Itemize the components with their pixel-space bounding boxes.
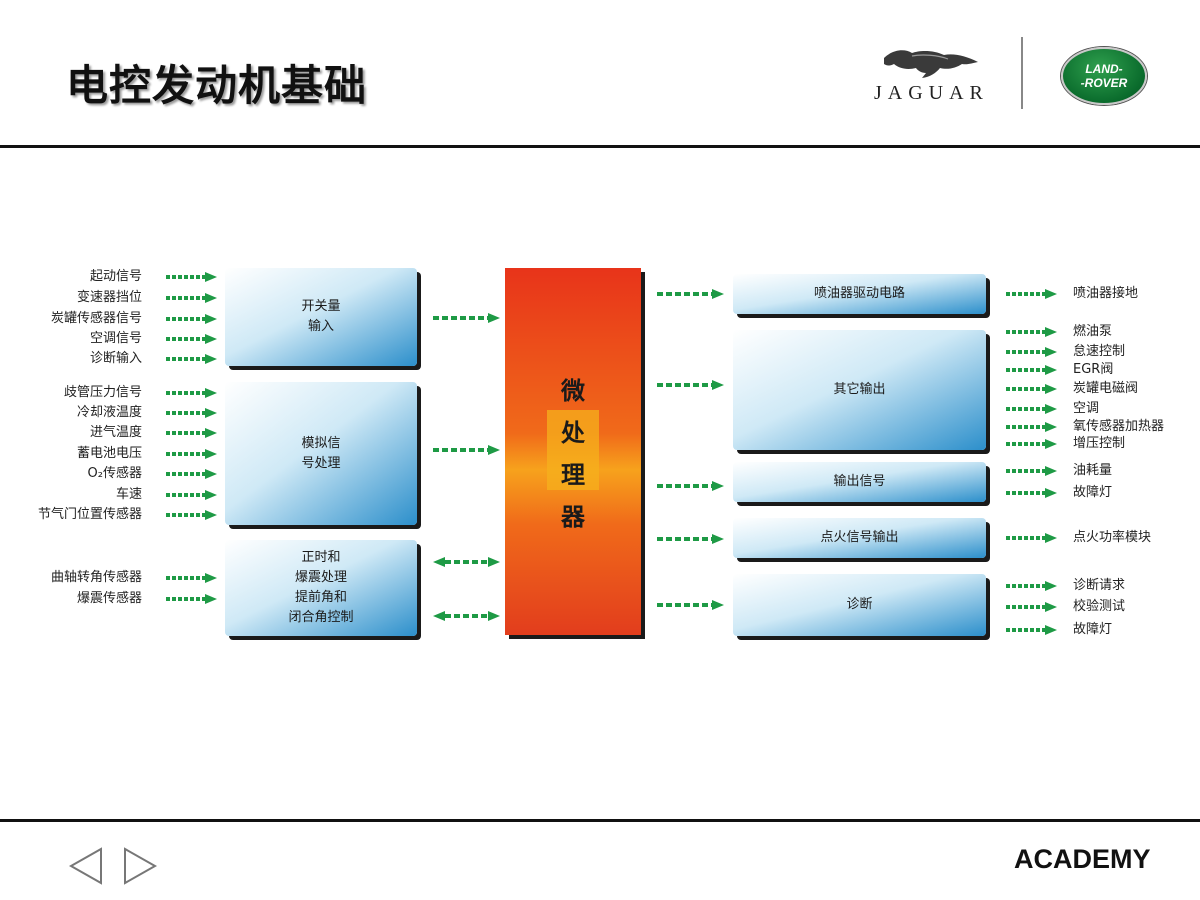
output-arrow (1006, 404, 1057, 414)
output-label: 炭罐电磁阀 (1073, 381, 1139, 396)
input-label: 诊断输入 (89, 351, 142, 366)
mpu-to-other-arrow (657, 380, 724, 390)
input-label: 起动信号 (89, 269, 142, 284)
input-label: 歧管压力信号 (63, 385, 142, 400)
input-arrow (166, 428, 217, 438)
input-arrow (166, 510, 217, 520)
output-arrow (1006, 439, 1057, 449)
output-arrow (1006, 533, 1057, 543)
output-label: 氧传感器加热器 (1073, 419, 1165, 434)
input-label: 爆震传感器 (76, 591, 142, 606)
ignition-output-label: 点火信号输出 (820, 530, 899, 545)
output-signal-label: 输出信号 (833, 474, 886, 489)
land-rover-line2: -ROVER (1080, 76, 1128, 90)
output-label: 空调 (1073, 401, 1100, 416)
output-label: 燃油泵 (1073, 324, 1113, 339)
output-label: 点火功率模块 (1073, 530, 1152, 545)
input-arrow (166, 573, 217, 583)
land-rover-logo: LAND- -ROVER (1061, 47, 1147, 105)
output-label: 故障灯 (1073, 622, 1113, 637)
other-output-box: 其它输出 (733, 330, 986, 450)
output-arrow (1006, 347, 1057, 357)
output-arrow (1006, 488, 1057, 498)
input-label: 空调信号 (89, 331, 142, 346)
output-arrow (1006, 327, 1057, 337)
mpu-to-signal-arrow (657, 481, 724, 491)
output-arrow (1006, 384, 1057, 394)
output-arrow (1006, 365, 1057, 375)
input-label: 炭罐传感器信号 (50, 311, 142, 326)
input-arrow (166, 388, 217, 398)
analog-to-mpu-arrow (433, 445, 500, 455)
footer-rule (0, 819, 1200, 822)
output-label: 校验测试 (1073, 599, 1126, 614)
mpu-to-injector-arrow (657, 289, 724, 299)
input-arrow (166, 334, 217, 344)
output-label: 怠速控制 (1073, 344, 1126, 359)
timing-knock-box: 正时和 爆震处理 提前角和 闭合角控制 (225, 540, 417, 636)
input-arrow (166, 594, 217, 604)
output-label: 诊断请求 (1073, 578, 1126, 593)
input-arrow (166, 449, 217, 459)
microprocessor-label: 微 处 理 器 (561, 377, 585, 531)
analog-processing-box: 模拟信 号处理 (225, 382, 417, 525)
input-arrow (166, 469, 217, 479)
analog-processing-label: 模拟信 号处理 (301, 435, 341, 471)
land-rover-line1: LAND- (1085, 62, 1123, 76)
other-output-label: 其它输出 (833, 382, 886, 397)
mpu-to-diagnosis-arrow (657, 600, 724, 610)
input-arrow (166, 272, 217, 282)
next-slide-icon[interactable] (122, 846, 158, 886)
input-label: 冷却液温度 (76, 405, 142, 420)
input-label: 变速器挡位 (76, 290, 142, 305)
input-label: 车速 (115, 487, 142, 502)
output-signal-box: 输出信号 (733, 462, 986, 502)
input-arrow (166, 408, 217, 418)
output-arrow (1006, 602, 1057, 612)
academy-label: ACADEMY (1014, 844, 1151, 874)
input-arrow (166, 354, 217, 364)
input-label: 曲轴转角传感器 (50, 570, 142, 585)
output-arrow (1006, 289, 1057, 299)
brand-divider (1021, 37, 1023, 109)
ignition-output-box: 点火信号输出 (733, 518, 986, 558)
input-label: 节气门位置传感器 (37, 507, 142, 522)
injector-driver-box: 喷油器驱动电路 (733, 274, 986, 314)
diagnosis-box: 诊断 (733, 574, 986, 636)
input-arrow (166, 314, 217, 324)
header-rule (0, 145, 1200, 148)
timing-mpu-bidirectional-arrow (433, 611, 500, 621)
input-label: O₂传感器 (87, 466, 142, 481)
jaguar-wordmark: JAGUAR (874, 82, 989, 104)
diagnosis-label: 诊断 (846, 597, 873, 612)
output-arrow (1006, 625, 1057, 635)
output-label: 喷油器接地 (1073, 286, 1139, 301)
output-arrow (1006, 466, 1057, 476)
output-arrow (1006, 581, 1057, 591)
switch-input-label: 开关量 输入 (301, 299, 341, 334)
output-label: 油耗量 (1073, 463, 1113, 478)
switch-input-box: 开关量 输入 (225, 268, 417, 366)
input-arrow (166, 490, 217, 500)
input-arrow (166, 293, 217, 303)
output-label: 增压控制 (1073, 436, 1126, 451)
mpu-to-ignition-arrow (657, 534, 724, 544)
output-label: 故障灯 (1073, 485, 1113, 500)
microprocessor-glow (547, 410, 599, 490)
jaguar-leaper-icon (884, 50, 978, 78)
microprocessor-block: 微 处 理 器 (505, 268, 641, 635)
timing-mpu-bidirectional-arrow (433, 557, 500, 567)
input-label: 蓄电池电压 (76, 446, 142, 461)
input-label: 进气温度 (89, 425, 142, 440)
timing-knock-label: 正时和 爆震处理 提前角和 闭合角控制 (288, 550, 354, 625)
injector-driver-label: 喷油器驱动电路 (813, 286, 905, 301)
output-arrow (1006, 422, 1057, 432)
switch-to-mpu-arrow (433, 313, 500, 323)
previous-slide-icon[interactable] (68, 846, 104, 886)
page-title: 电控发动机基础 (66, 61, 368, 110)
output-label: EGR阀 (1073, 362, 1114, 377)
